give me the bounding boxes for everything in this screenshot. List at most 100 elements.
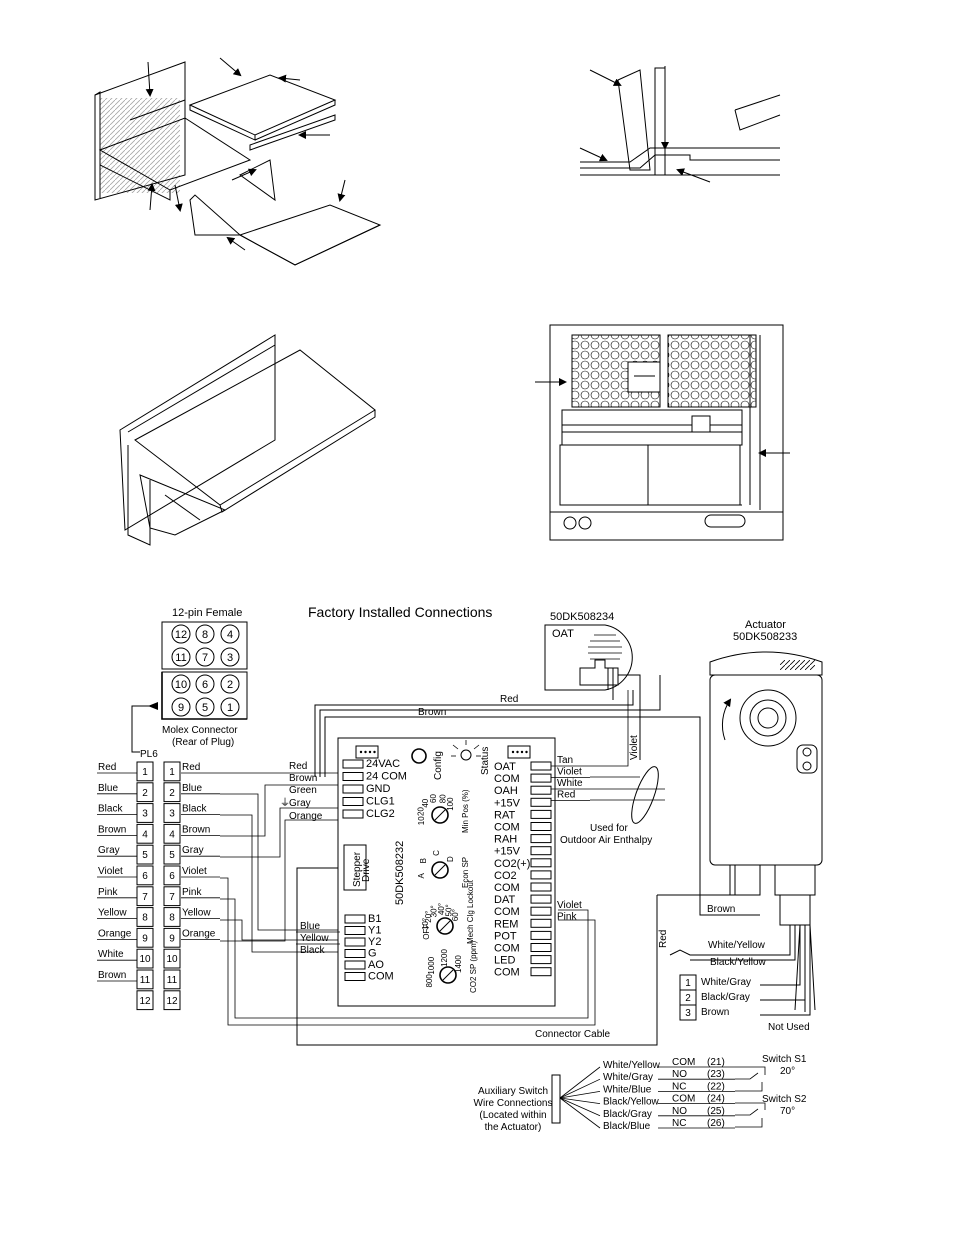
pl6-left-pin-number: 9 [142,933,148,944]
pl6-right-pin-number: 8 [169,913,175,924]
diagram-title: Factory Installed Connections [308,604,492,620]
terminal-label: COM [368,971,394,983]
aux-caption-line: Wire Connections [474,1098,553,1109]
pot-scale-tick: D [446,856,455,862]
terminal-label: +15V [494,797,521,809]
top-wire-brown-label: Brown [418,707,446,718]
harness-wire-color: Brown [98,824,126,835]
terminal-label: G [368,948,377,960]
female-top-pin-label: 7 [202,652,208,664]
harness-wire-color: Yellow [98,908,127,919]
pl6-right-pin [163,990,181,1011]
pot-name: Min Pos (%) [461,789,470,833]
pl6-right-pin-number: 1 [169,767,175,778]
pot-knob-1[interactable] [431,806,449,824]
ground-symbol: ⏚ [280,797,290,809]
red-vertical-label: Red [658,930,669,948]
terminal-label: OAT [494,761,516,773]
left-header-icon [355,745,379,759]
controller-input-wire: Orange [289,811,323,822]
terminal-label: GND [366,783,391,795]
pot-scale-tick: 10 [417,816,426,825]
right-terminal [530,930,552,940]
not-used-leads [794,924,816,1012]
terminal-g [344,949,366,958]
right-terminal [530,967,552,977]
controller-input-wire: Gray [289,798,311,809]
terminal-com [344,972,366,981]
exploded-hood-illustration [94,57,382,266]
config-button[interactable] [411,748,427,764]
terminal-block-number: 3 [685,1008,691,1019]
terminal-block-number: 2 [685,993,691,1004]
pl6-left-pin [136,990,154,1011]
terminal-label: 24 COM [366,771,407,783]
female-bottom-pin-label: 10 [175,679,187,691]
red-wire-top [314,690,634,777]
pl6-right-pin [163,927,181,948]
pl6-left-pin [136,823,154,844]
oat-sensor-label: OAT [552,628,574,640]
pl6-left-pin-number: 8 [142,913,148,924]
pot-knob-3[interactable] [436,917,454,935]
controller-input-wire: Red [289,761,307,772]
terminal-label: COM [494,773,520,785]
female-bottom-pin-6 [195,674,215,694]
aux-contact-label: COM [672,1057,695,1068]
female-top-pin-label: 8 [202,629,208,641]
sensor-wire-color: White [557,778,583,789]
terminal-label: COM [494,906,520,918]
pl6-right-pin-number: 4 [169,829,175,840]
dat-wire-color: Violet [557,900,582,911]
harness-wire-route [220,898,589,1019]
stepper-drive-line2: Drive [361,858,372,882]
harness-wire-color: White [98,949,124,960]
female-top-block [161,621,248,670]
terminal-label: RAH [494,834,517,846]
enthalpy-note-line2: Outdoor Air Enthalpy [560,835,652,846]
actuator-wire-black-yellow: Black/Yellow [710,957,767,968]
pl6-left-pin-number: 1 [142,767,148,778]
right-terminal [530,822,552,831]
female-top-pin-4 [220,624,240,644]
stepper-drive-line1: Stepper [352,851,363,887]
harness-wire-color: Black [98,804,123,815]
pin-wire-color: Brown [182,824,210,835]
pot-scale-tick: 20° [424,911,433,923]
female-bottom-pin-label: 6 [202,679,208,691]
right-terminal [530,773,552,783]
terminal-gnd [342,784,364,794]
enthalpy-note-line1: Used for [590,823,628,834]
actuator-wire-brown: Brown [707,904,735,915]
pot-scale-tick: 10° [421,918,430,930]
stepper-drive-block [343,844,367,891]
right-terminal [530,834,552,844]
actuator-body [709,651,823,926]
aux-caption-line: Auxiliary Switch [478,1086,548,1097]
pot-scale-tick: 40° [437,903,446,915]
pot-knob-4[interactable] [439,966,457,984]
harness-wire-color: Orange [98,928,132,939]
pl6-left-pin [136,782,154,803]
aux-contact-label: NC [672,1081,686,1092]
white-yellow-wire [669,925,791,956]
pl6-right-pin [163,948,181,969]
connector-cable-label: Connector Cable [535,1029,610,1040]
terminal-block-cell [679,1004,697,1021]
harness-wire-route [220,919,342,941]
pot-scale-tick: 1000 [427,956,436,974]
pl6-right-pin-number: 2 [169,788,175,799]
pl6-left-pin-number: 6 [142,871,148,882]
brown-loop-inner [319,675,661,777]
female-bottom-pin-label: 5 [202,702,208,714]
terminal-y1 [344,926,366,935]
switch-s1-angle: 20° [780,1066,795,1077]
female-bottom-pin-2 [220,674,240,694]
oat-sensor-grille [588,634,622,660]
red-vertical-wire [296,867,658,1046]
pot-knob-2[interactable] [431,861,449,879]
sensor-wire-color: Violet [557,767,582,778]
